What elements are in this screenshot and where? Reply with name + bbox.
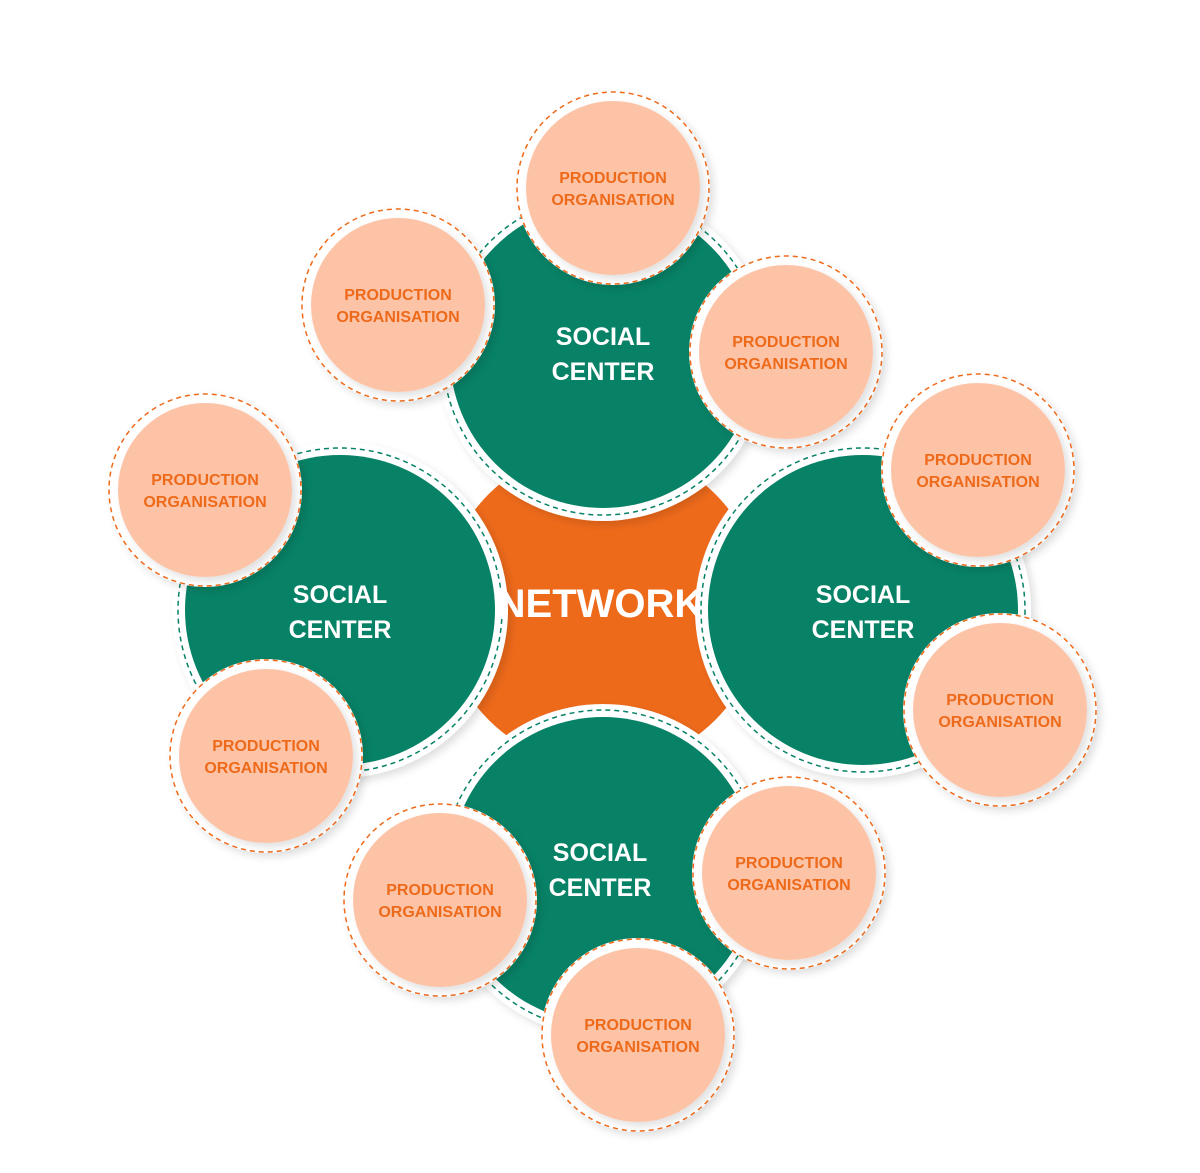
dashed-ring [301, 208, 495, 402]
dashed-ring [689, 255, 883, 449]
social-center-label: SOCIAL [556, 323, 650, 351]
social-center-label: CENTER [552, 358, 655, 386]
production-organisation: PRODUCTION ORGANISATION [169, 659, 363, 853]
production-organisation: PRODUCTION ORGANISATION [692, 776, 886, 970]
production-organisation-label: ORGANISATION [916, 474, 1039, 491]
production-organisation-label: ORGANISATION [724, 356, 847, 373]
production-organisation-label: ORGANISATION [938, 714, 1061, 731]
production-organisation: PRODUCTION ORGANISATION [881, 373, 1075, 567]
production-organisation: PRODUCTION ORGANISATION [301, 208, 495, 402]
dashed-ring [903, 613, 1097, 807]
production-organisation-label: PRODUCTION [584, 1017, 692, 1034]
social-center-label: SOCIAL [293, 581, 387, 609]
production-organisation-label: PRODUCTION [735, 855, 843, 872]
production-organisation-label: ORGANISATION [143, 494, 266, 511]
social-center-label: SOCIAL [816, 581, 910, 609]
dashed-ring [881, 373, 1075, 567]
production-organisation-label: ORGANISATION [551, 192, 674, 209]
production-organisation-label: ORGANISATION [727, 877, 850, 894]
production-organisation: PRODUCTION ORGANISATION [343, 803, 537, 997]
production-organisation-label: PRODUCTION [946, 692, 1054, 709]
production-organisation-label: PRODUCTION [732, 334, 840, 351]
production-organisation-label: PRODUCTION [212, 738, 320, 755]
production-organisation: PRODUCTION ORGANISATION [541, 938, 735, 1132]
production-organisation-label: ORGANISATION [378, 904, 501, 921]
social-center-label: CENTER [289, 616, 392, 644]
production-organisation-label: PRODUCTION [386, 882, 494, 899]
production-organisation: PRODUCTION ORGANISATION [903, 613, 1097, 807]
dashed-ring [108, 393, 302, 587]
dashed-ring [541, 938, 735, 1132]
production-organisation: PRODUCTION ORGANISATION [108, 393, 302, 587]
production-organisation-label: ORGANISATION [576, 1039, 699, 1056]
social-center-label: CENTER [549, 874, 652, 902]
social-center: SOCIAL CENTER [437, 189, 769, 521]
production-organisation-label: ORGANISATION [204, 760, 327, 777]
production-organisation: PRODUCTION ORGANISATION [516, 91, 710, 285]
social-center-label: SOCIAL [553, 839, 647, 867]
production-organisation-label: ORGANISATION [336, 309, 459, 326]
production-organisation-label: PRODUCTION [151, 472, 259, 489]
production-organisation: PRODUCTION ORGANISATION [689, 255, 883, 449]
dashed-ring [692, 776, 886, 970]
network-label: NETWORK [497, 582, 704, 626]
network-hub [442, 447, 762, 767]
production-organisation-label: PRODUCTION [924, 452, 1032, 469]
dashed-ring [169, 659, 363, 853]
production-organisation-label: PRODUCTION [559, 170, 667, 187]
production-organisation-label: PRODUCTION [344, 287, 452, 304]
dashed-ring [700, 447, 1026, 773]
dashed-ring [343, 803, 537, 997]
dashed-ring [516, 91, 710, 285]
social-center-label: CENTER [812, 616, 915, 644]
